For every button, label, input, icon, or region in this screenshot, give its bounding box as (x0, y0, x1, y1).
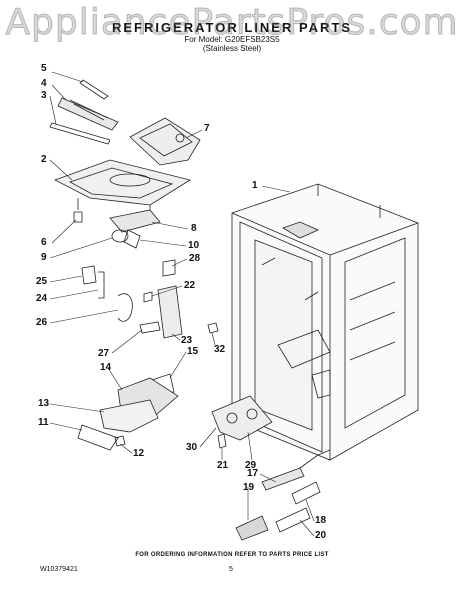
callout-9: 9 (41, 252, 47, 263)
clip-part-28 (162, 259, 176, 277)
callout-30: 30 (186, 442, 198, 453)
diagram-header: REFRIGERATOR LINER PARTS For Model: G20E… (0, 20, 464, 53)
callout-24: 24 (36, 293, 48, 304)
document-number: W10379421 (40, 566, 78, 573)
callout-14: 14 (100, 362, 112, 373)
model-line: For Model: G20EFSB23S5 (184, 35, 280, 44)
callout-32: 32 (214, 344, 226, 355)
control-part-8 (109, 209, 161, 233)
ordering-note: FOR ORDERING INFORMATION REFER TO PARTS … (135, 552, 329, 558)
callout-4: 4 (41, 78, 47, 89)
leader-lines (49, 71, 315, 537)
callout-20: 20 (315, 530, 327, 541)
clip-part-22 (143, 291, 153, 303)
page-number: 5 (229, 566, 233, 573)
callout-23: 23 (181, 335, 193, 346)
callout-25: 25 (36, 276, 48, 287)
screw-part-12 (114, 435, 126, 447)
callout-22: 22 (184, 280, 196, 291)
bracket-part-30 (211, 395, 273, 441)
callout-8: 8 (191, 223, 197, 234)
callout-13: 13 (38, 398, 50, 409)
wire-part-24 (98, 271, 105, 299)
callout-15: 15 (187, 346, 199, 357)
tube-part-17 (261, 467, 305, 491)
callout-21: 21 (217, 460, 229, 471)
callout-3: 3 (41, 90, 47, 101)
callout-26: 26 (36, 317, 48, 328)
bracket-part-23 (157, 285, 183, 339)
shim-part-27 (139, 321, 161, 334)
filter-part-19 (235, 515, 269, 541)
callout-10: 10 (188, 240, 200, 251)
screw-part-21 (217, 433, 227, 449)
housing-part-20 (275, 507, 311, 533)
callout-28: 28 (189, 253, 201, 264)
hinge-part-26 (117, 293, 133, 322)
callout-29: 29 (245, 460, 257, 471)
finish-line: (Stainless Steel) (202, 44, 262, 53)
callout-12: 12 (133, 448, 145, 459)
callout-17: 17 (247, 468, 259, 479)
callout-19: 19 (243, 482, 255, 493)
callout-7: 7 (204, 123, 210, 134)
callout-2: 2 (41, 154, 47, 165)
callout-5: 5 (41, 63, 47, 74)
callout-1: 1 (252, 180, 258, 191)
grille-part-11 (77, 424, 119, 451)
fitting-part-18 (291, 481, 321, 505)
bulb-part-9 (111, 229, 129, 243)
bracket-part-25 (81, 265, 97, 285)
diagram-title: REFRIGERATOR LINER PARTS (111, 20, 353, 35)
callout-27: 27 (98, 348, 110, 359)
housing-part-2 (54, 159, 192, 214)
socket-part-10 (123, 229, 141, 249)
cover-part-13 (99, 399, 159, 433)
liner-part-1 (231, 183, 419, 461)
light-assembly-parts (49, 79, 119, 145)
callout-11: 11 (38, 417, 49, 428)
screw-part-32 (207, 322, 219, 334)
light-cover-part-7 (129, 117, 201, 166)
callout-18: 18 (315, 515, 327, 526)
screw-part-6 (73, 211, 83, 223)
callout-6: 6 (41, 237, 47, 248)
